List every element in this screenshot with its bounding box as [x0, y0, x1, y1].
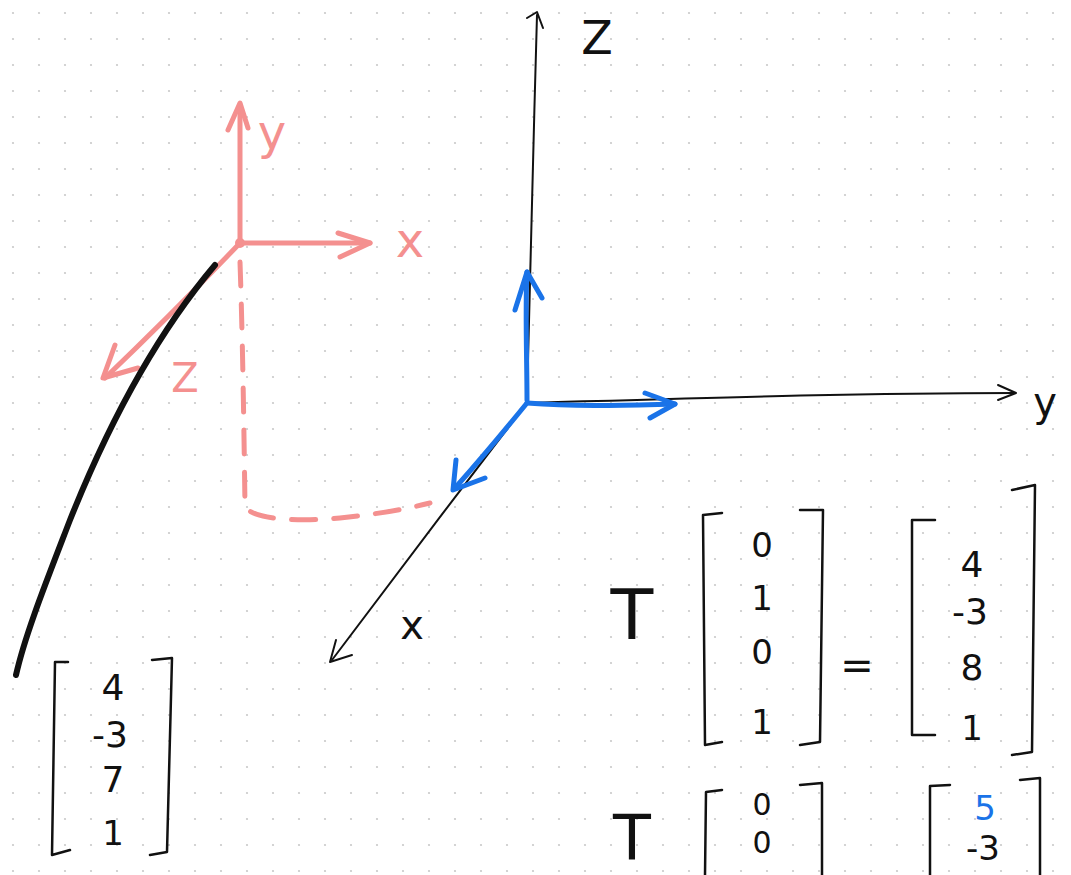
matrix-entry: 5: [974, 791, 996, 825]
matrix-entry: -3: [952, 594, 988, 630]
left-bracket: [52, 662, 70, 855]
transform-symbol: T: [611, 580, 654, 650]
left-bracket: [912, 520, 935, 735]
matrix-entry: 0: [752, 828, 771, 858]
matrix-entry: 0: [751, 528, 773, 562]
unit-x-head: [453, 460, 485, 490]
unit-y-head: [645, 393, 675, 418]
matrix-entry: 8: [961, 650, 984, 686]
matrix-entry: -3: [92, 717, 128, 753]
local-y: [238, 105, 243, 243]
local-x: [240, 241, 370, 246]
unit-x: [455, 403, 527, 488]
axis-label: x: [400, 605, 424, 645]
unit-z-head: [515, 272, 542, 310]
left-bracket: [705, 790, 722, 875]
local-frame: [103, 103, 430, 520]
matrix-entry: 1: [751, 581, 773, 615]
x-axis: [332, 403, 527, 660]
transform-symbol: T: [613, 807, 651, 869]
right-bracket: [800, 783, 822, 875]
axis-label: Z: [171, 358, 198, 398]
matrix-entry: 0: [752, 790, 771, 820]
right-bracket: [150, 658, 172, 855]
matrix-entry: 7: [102, 762, 125, 798]
y-axis: [527, 393, 1015, 403]
z-arrowhead: [527, 12, 543, 28]
right-bracket: [1020, 778, 1040, 875]
right-bracket: [1012, 485, 1035, 755]
unit-z: [524, 272, 530, 400]
matrix-entry: 1: [961, 711, 983, 745]
left-bracket: [703, 513, 722, 745]
local-origin: [235, 238, 245, 248]
projection-dashes: [240, 262, 430, 520]
z-axis: [527, 15, 537, 400]
axis-label: y: [258, 108, 286, 156]
local-z-head: [103, 345, 138, 378]
unit-vectors: [453, 272, 675, 490]
axis-label: Z: [581, 15, 613, 61]
left-bracket: [930, 785, 950, 875]
local-y-head: [228, 103, 248, 130]
x-arrowhead: [330, 640, 352, 662]
matrix-brackets: [52, 485, 1040, 875]
matrix-entry: -3: [966, 831, 1000, 865]
axis-label: y: [1033, 382, 1057, 422]
operator-symbol: =: [840, 645, 874, 685]
local-x-head: [338, 233, 370, 257]
trajectory-curve: [16, 265, 215, 675]
matrix-entry: 1: [751, 705, 773, 739]
matrix-entry: 0: [751, 635, 773, 669]
matrix-entry: 1: [102, 816, 124, 850]
matrix-entry: 4: [961, 547, 984, 583]
y-arrowhead: [998, 385, 1016, 400]
matrix-entry: 4: [102, 670, 125, 706]
unit-y: [527, 403, 675, 405]
axis-label: x: [396, 216, 424, 264]
right-bracket: [800, 510, 823, 745]
